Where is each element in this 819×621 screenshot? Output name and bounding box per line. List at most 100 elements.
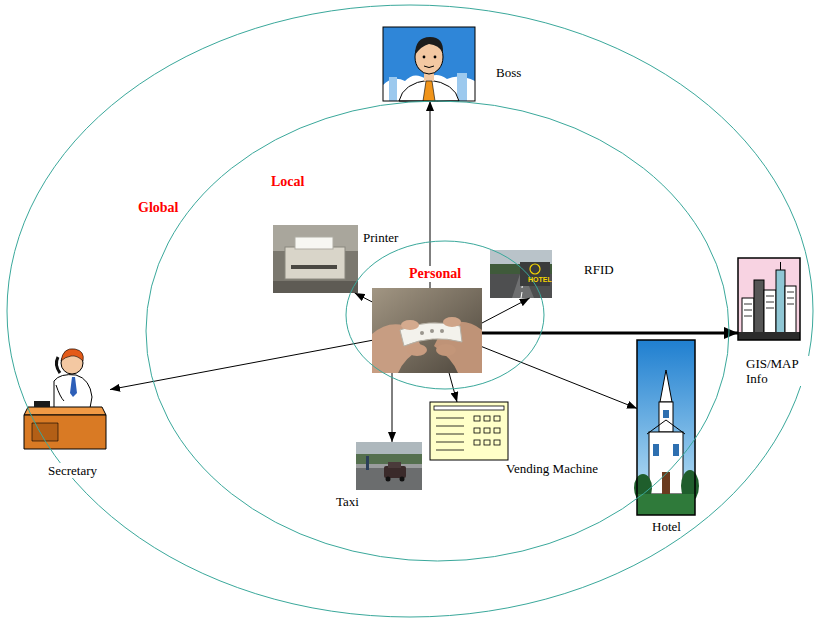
node-label: Taxi xyxy=(335,494,360,509)
region-outline xyxy=(346,241,544,389)
arrow-connector xyxy=(482,298,530,323)
vending-node: Vending Machine xyxy=(430,402,508,460)
arrow-connector xyxy=(430,101,431,288)
node-label: Boss xyxy=(495,65,522,80)
device-photo xyxy=(372,288,482,373)
sign-text: HOTEL xyxy=(528,276,552,284)
personal-region: Personal xyxy=(345,240,545,390)
boss-picture xyxy=(383,27,475,101)
node-label: RFID xyxy=(583,262,615,277)
boss-picture xyxy=(415,37,443,55)
region-label: Local xyxy=(270,174,305,190)
node-label: GIS/MAP Info xyxy=(745,356,813,386)
vending-icon xyxy=(484,416,490,421)
hotel-picture xyxy=(637,494,695,515)
hotel-picture xyxy=(647,420,685,434)
device-photo xyxy=(443,317,461,327)
hotel-picture xyxy=(663,410,669,418)
rfid-photo xyxy=(490,250,552,298)
printer-photo xyxy=(285,247,345,279)
taxi-photo xyxy=(386,477,391,482)
city-icon xyxy=(764,290,776,338)
device-photo xyxy=(430,329,434,333)
printer-photo xyxy=(291,265,337,269)
rfid-photo xyxy=(530,264,540,274)
region-outline xyxy=(146,101,729,561)
taxi-node: Taxi xyxy=(356,442,422,490)
gis-node: GIS/MAP Info xyxy=(738,258,800,340)
printer-photo xyxy=(273,225,358,293)
hotel-picture xyxy=(659,402,673,432)
arrow-connector xyxy=(355,293,372,302)
boss-picture xyxy=(423,56,426,59)
vending-icon xyxy=(434,406,504,410)
arrow-connector xyxy=(392,373,393,442)
secretary-picture xyxy=(61,349,83,361)
arrow-connector xyxy=(449,373,457,402)
secretary-picture xyxy=(24,415,106,449)
secretary-picture xyxy=(24,407,106,415)
hotel-picture xyxy=(662,472,670,494)
node-label: Vending Machine xyxy=(505,461,599,476)
boss-picture xyxy=(383,27,475,101)
boss-picture xyxy=(423,81,435,101)
city-icon xyxy=(738,332,800,340)
vending-icon xyxy=(430,402,508,460)
city-icon xyxy=(744,292,794,316)
city-icon xyxy=(780,262,781,270)
node-label: Secretary xyxy=(47,463,98,478)
taxi-photo xyxy=(400,477,405,482)
node-label: Printer xyxy=(362,230,399,245)
secretary-picture xyxy=(70,377,77,397)
device-photo xyxy=(420,331,424,335)
boss-picture xyxy=(389,77,397,101)
vending-icon xyxy=(494,416,500,421)
taxi-photo xyxy=(356,442,422,490)
device-photo xyxy=(401,320,419,330)
local-region: LocalPrinterPersonalRFIDVending MachineT… xyxy=(145,100,730,562)
region-outline xyxy=(7,5,813,617)
vending-icon xyxy=(436,418,464,450)
vending-icon xyxy=(474,428,480,433)
vending-icon xyxy=(474,416,480,421)
printer-photo xyxy=(273,225,358,293)
hotel-picture xyxy=(634,340,699,515)
boss-node: Boss xyxy=(383,27,475,101)
hotel-picture xyxy=(660,370,672,402)
boss-picture xyxy=(434,56,437,59)
city-icon xyxy=(738,258,800,340)
vending-icon xyxy=(484,428,490,433)
region-outline xyxy=(345,240,545,390)
hotel-picture xyxy=(637,340,695,515)
boss-picture xyxy=(383,27,475,101)
device-photo xyxy=(372,288,482,373)
hotel-picture xyxy=(653,444,659,456)
city-icon xyxy=(754,280,764,338)
secretary-picture xyxy=(34,401,50,407)
node-label: Hotel xyxy=(651,519,682,534)
boss-picture xyxy=(424,66,434,68)
arrow-connector xyxy=(482,347,637,409)
printer-photo xyxy=(295,237,333,249)
printer-node: Printer xyxy=(273,225,358,293)
region-label: Personal xyxy=(408,266,462,282)
region-label: Global xyxy=(137,200,179,216)
taxi-photo xyxy=(366,456,369,470)
hotel-picture xyxy=(673,444,679,456)
secretary-picture xyxy=(24,349,106,449)
region-outline xyxy=(6,4,814,618)
city-icon xyxy=(738,258,800,340)
boss-picture xyxy=(399,80,459,101)
city-icon xyxy=(738,258,800,340)
hotel-node: Hotel xyxy=(637,340,695,515)
secretary-picture xyxy=(56,385,64,401)
vending-icon xyxy=(494,428,500,433)
city-icon xyxy=(776,270,785,338)
city-icon xyxy=(785,286,796,338)
boss-picture xyxy=(457,73,467,101)
region-outline xyxy=(145,100,730,562)
secretary-node: Secretary xyxy=(20,345,110,453)
